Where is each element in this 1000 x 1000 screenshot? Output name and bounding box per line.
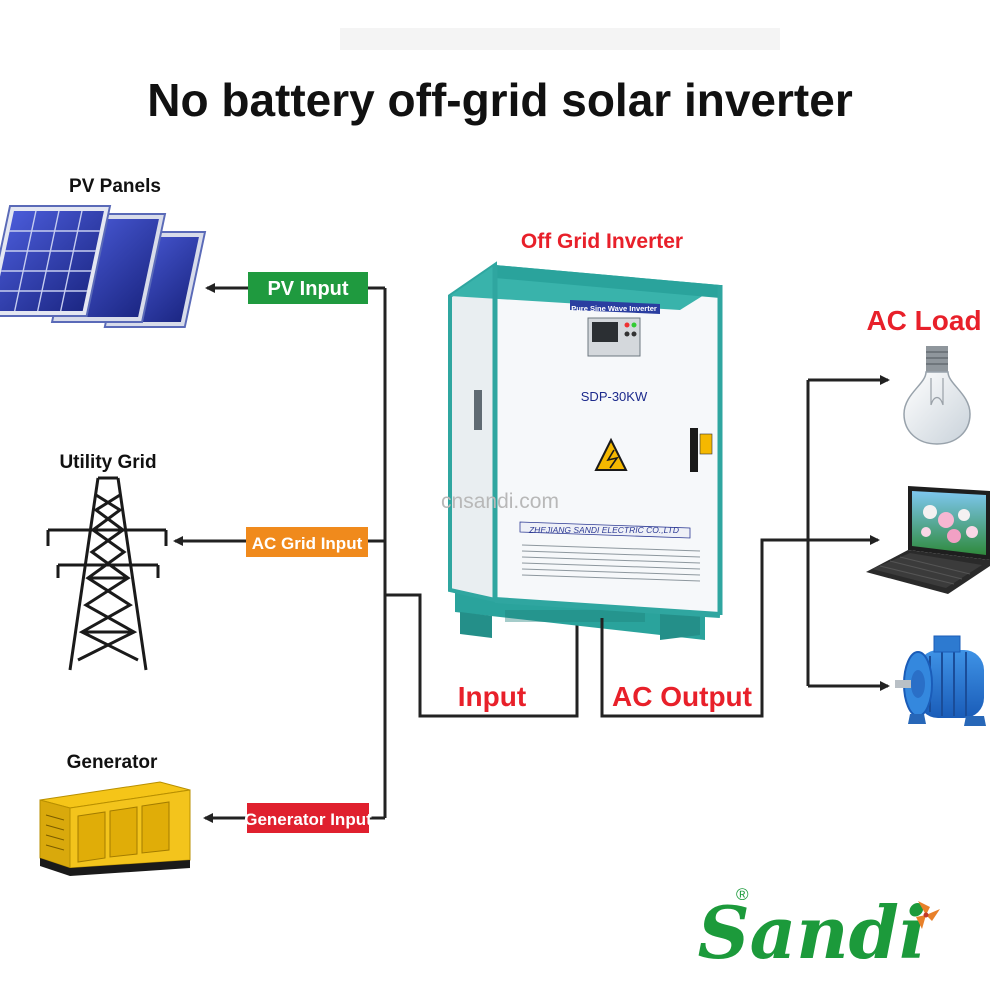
electric-motor-icon (895, 635, 986, 726)
input-label: Input (458, 681, 526, 712)
power-tower-icon (46, 476, 168, 671)
pv-input-text: PV Input (267, 278, 348, 300)
generator-input-tag: Generator Input (244, 803, 372, 833)
faded-header-strip (340, 28, 780, 50)
pv-panels-icon (0, 205, 207, 328)
inverter-banner-text: Pure Sine Wave Inverter (571, 304, 657, 313)
generator-label: Generator (67, 752, 158, 773)
inverter-cabinet: Pure Sine Wave Inverter SDP-30KW ZHEJIAN… (448, 261, 723, 640)
ac-grid-input-text: AC Grid Input (252, 534, 363, 553)
generator-icon (39, 781, 191, 876)
ac-output-label: AC Output (612, 681, 752, 712)
light-bulb-icon (903, 346, 971, 445)
sandi-logo: Sandi ® (698, 885, 940, 975)
inverter-manufacturer: ZHEJIANG SANDI ELECTRIC CO.,LTD (528, 525, 679, 535)
laptop-icon (866, 486, 990, 594)
registered-mark: ® (736, 885, 749, 904)
ac-grid-input-tag: AC Grid Input (246, 527, 368, 557)
inverter-heading: Off Grid Inverter (521, 230, 683, 253)
generator-input-text: Generator Input (244, 810, 372, 829)
ac-output-wire (600, 538, 808, 718)
watermark: cnsandi.com (441, 490, 559, 513)
brand-name: Sandi (698, 890, 927, 975)
pinwheel-icon (916, 901, 940, 929)
cabinet-handle (690, 428, 698, 472)
utility-grid-label: Utility Grid (59, 452, 156, 473)
pv-input-tag: PV Input (248, 272, 368, 304)
page-title: No battery off-grid solar inverter (147, 74, 853, 126)
inverter-model: SDP-30KW (581, 389, 648, 404)
input-wire (385, 593, 579, 718)
ac-load-heading: AC Load (866, 305, 981, 336)
pv-panels-label: PV Panels (69, 176, 161, 197)
